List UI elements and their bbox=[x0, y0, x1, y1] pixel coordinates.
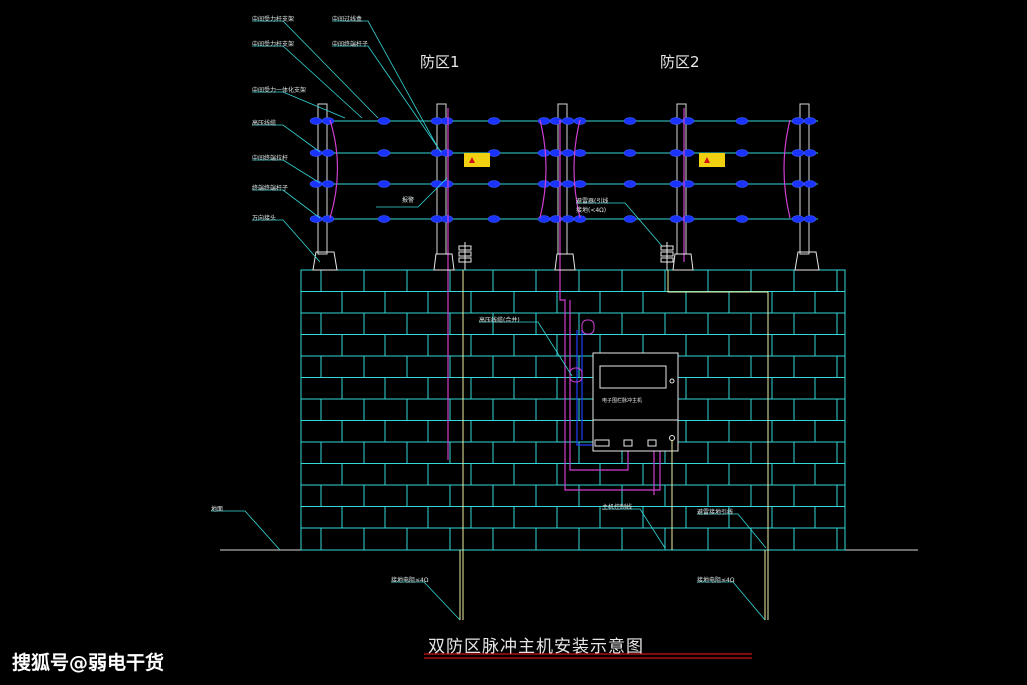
fence-post bbox=[799, 103, 810, 255]
leader-lines bbox=[211, 20, 767, 621]
insulator bbox=[791, 117, 805, 125]
insulator bbox=[377, 149, 391, 157]
insulator bbox=[561, 215, 575, 223]
insulator bbox=[321, 180, 335, 188]
label-middle-bracket-1: 中间受力杆支架 bbox=[252, 16, 295, 23]
post-bases bbox=[312, 251, 820, 271]
watermark: 搜狐号@弱电干货 bbox=[12, 652, 165, 674]
insulator bbox=[623, 149, 637, 157]
insulator bbox=[803, 149, 817, 157]
label-hv-cable: 高压线缆 bbox=[252, 120, 277, 127]
arrester-right bbox=[660, 242, 674, 270]
insulator bbox=[573, 149, 587, 157]
insulator bbox=[791, 180, 805, 188]
insulator bbox=[561, 149, 575, 157]
label-terminal-post: 终端终端杆子 bbox=[252, 185, 289, 192]
fence-post bbox=[436, 103, 447, 255]
zone-1-label: 防区1 bbox=[420, 53, 460, 71]
insulator bbox=[573, 180, 587, 188]
insulator bbox=[537, 149, 551, 157]
label-ground-resistance-2: 接地电阻≤4Ω bbox=[697, 577, 735, 584]
insulator bbox=[669, 180, 683, 188]
label-lightning-ground-lead: 避雷接地引线 bbox=[697, 509, 734, 516]
insulator bbox=[803, 117, 817, 125]
insulator bbox=[669, 215, 683, 223]
insulator bbox=[681, 117, 695, 125]
fence-post bbox=[557, 103, 568, 255]
host-panel-label: 电子围栏脉冲主机 bbox=[602, 397, 642, 404]
insulator bbox=[537, 180, 551, 188]
insulator bbox=[321, 215, 335, 223]
diagram-title: 双防区脉冲主机安装示意图 bbox=[428, 637, 644, 657]
insulator bbox=[377, 215, 391, 223]
insulator bbox=[487, 180, 501, 188]
insulator bbox=[321, 117, 335, 125]
insulator bbox=[791, 149, 805, 157]
insulator bbox=[735, 149, 749, 157]
insulator bbox=[377, 180, 391, 188]
label-arrester: 避雷器(引线 bbox=[576, 198, 609, 205]
fence-post bbox=[676, 103, 687, 255]
insulator bbox=[681, 149, 695, 157]
insulator bbox=[309, 117, 323, 125]
insulator bbox=[803, 180, 817, 188]
insulator bbox=[487, 215, 501, 223]
insulator bbox=[669, 149, 683, 157]
insulator bbox=[309, 215, 323, 223]
wall-outline bbox=[300, 269, 846, 551]
ground-leads bbox=[459, 270, 769, 620]
label-ground-resistance-1: 接地电阻≤4Ω bbox=[391, 577, 429, 584]
insulator bbox=[309, 149, 323, 157]
label-terminal-rod: 中间终端拉杆 bbox=[252, 155, 289, 162]
warning-sign-2 bbox=[699, 153, 725, 167]
cable-fittings bbox=[569, 319, 595, 383]
insulator bbox=[309, 180, 323, 188]
insulator bbox=[440, 180, 454, 188]
insulator bbox=[440, 117, 454, 125]
insulator bbox=[623, 215, 637, 223]
insulator bbox=[487, 117, 501, 125]
label-hv-cable-merged: 高压线缆(合并) bbox=[479, 317, 520, 324]
brick-wall bbox=[300, 269, 846, 551]
label-middle-junction: 中间过线盒 bbox=[332, 16, 363, 23]
insulator bbox=[681, 215, 695, 223]
insulator bbox=[623, 180, 637, 188]
label-host-control-line: 主机控制线 bbox=[602, 504, 633, 511]
label-alarm: 报警 bbox=[402, 197, 415, 204]
insulator bbox=[735, 180, 749, 188]
label-universal-joint: 万向接头 bbox=[252, 215, 277, 222]
fence-wires bbox=[312, 120, 818, 220]
label-integrated-bracket: 中间受力一体化支架 bbox=[252, 87, 307, 94]
insulators bbox=[309, 117, 817, 223]
label-ground-surface: 地面 bbox=[211, 506, 224, 513]
label-middle-bracket-2: 中间受力杆支架 bbox=[252, 41, 295, 48]
label-grounding: 接地(<4Ω) bbox=[576, 207, 607, 214]
arrester-left bbox=[458, 242, 472, 270]
insulator bbox=[377, 117, 391, 125]
insulator bbox=[440, 149, 454, 157]
insulator bbox=[440, 215, 454, 223]
zone-2-label: 防区2 bbox=[660, 53, 700, 71]
fence-post bbox=[317, 103, 328, 255]
insulator bbox=[803, 215, 817, 223]
fence-posts bbox=[317, 103, 810, 255]
host-panel bbox=[592, 352, 679, 452]
insulator bbox=[681, 180, 695, 188]
insulator bbox=[669, 117, 683, 125]
panel-leads bbox=[576, 330, 594, 446]
label-middle-terminal-post: 中间终端杆子 bbox=[332, 41, 369, 48]
insulator bbox=[623, 117, 637, 125]
warning-sign-1 bbox=[464, 153, 490, 167]
insulator bbox=[735, 215, 749, 223]
insulator bbox=[321, 149, 335, 157]
hv-cables bbox=[329, 108, 791, 495]
insulator bbox=[561, 180, 575, 188]
insulator bbox=[561, 117, 575, 125]
insulator bbox=[791, 215, 805, 223]
insulator bbox=[735, 117, 749, 125]
